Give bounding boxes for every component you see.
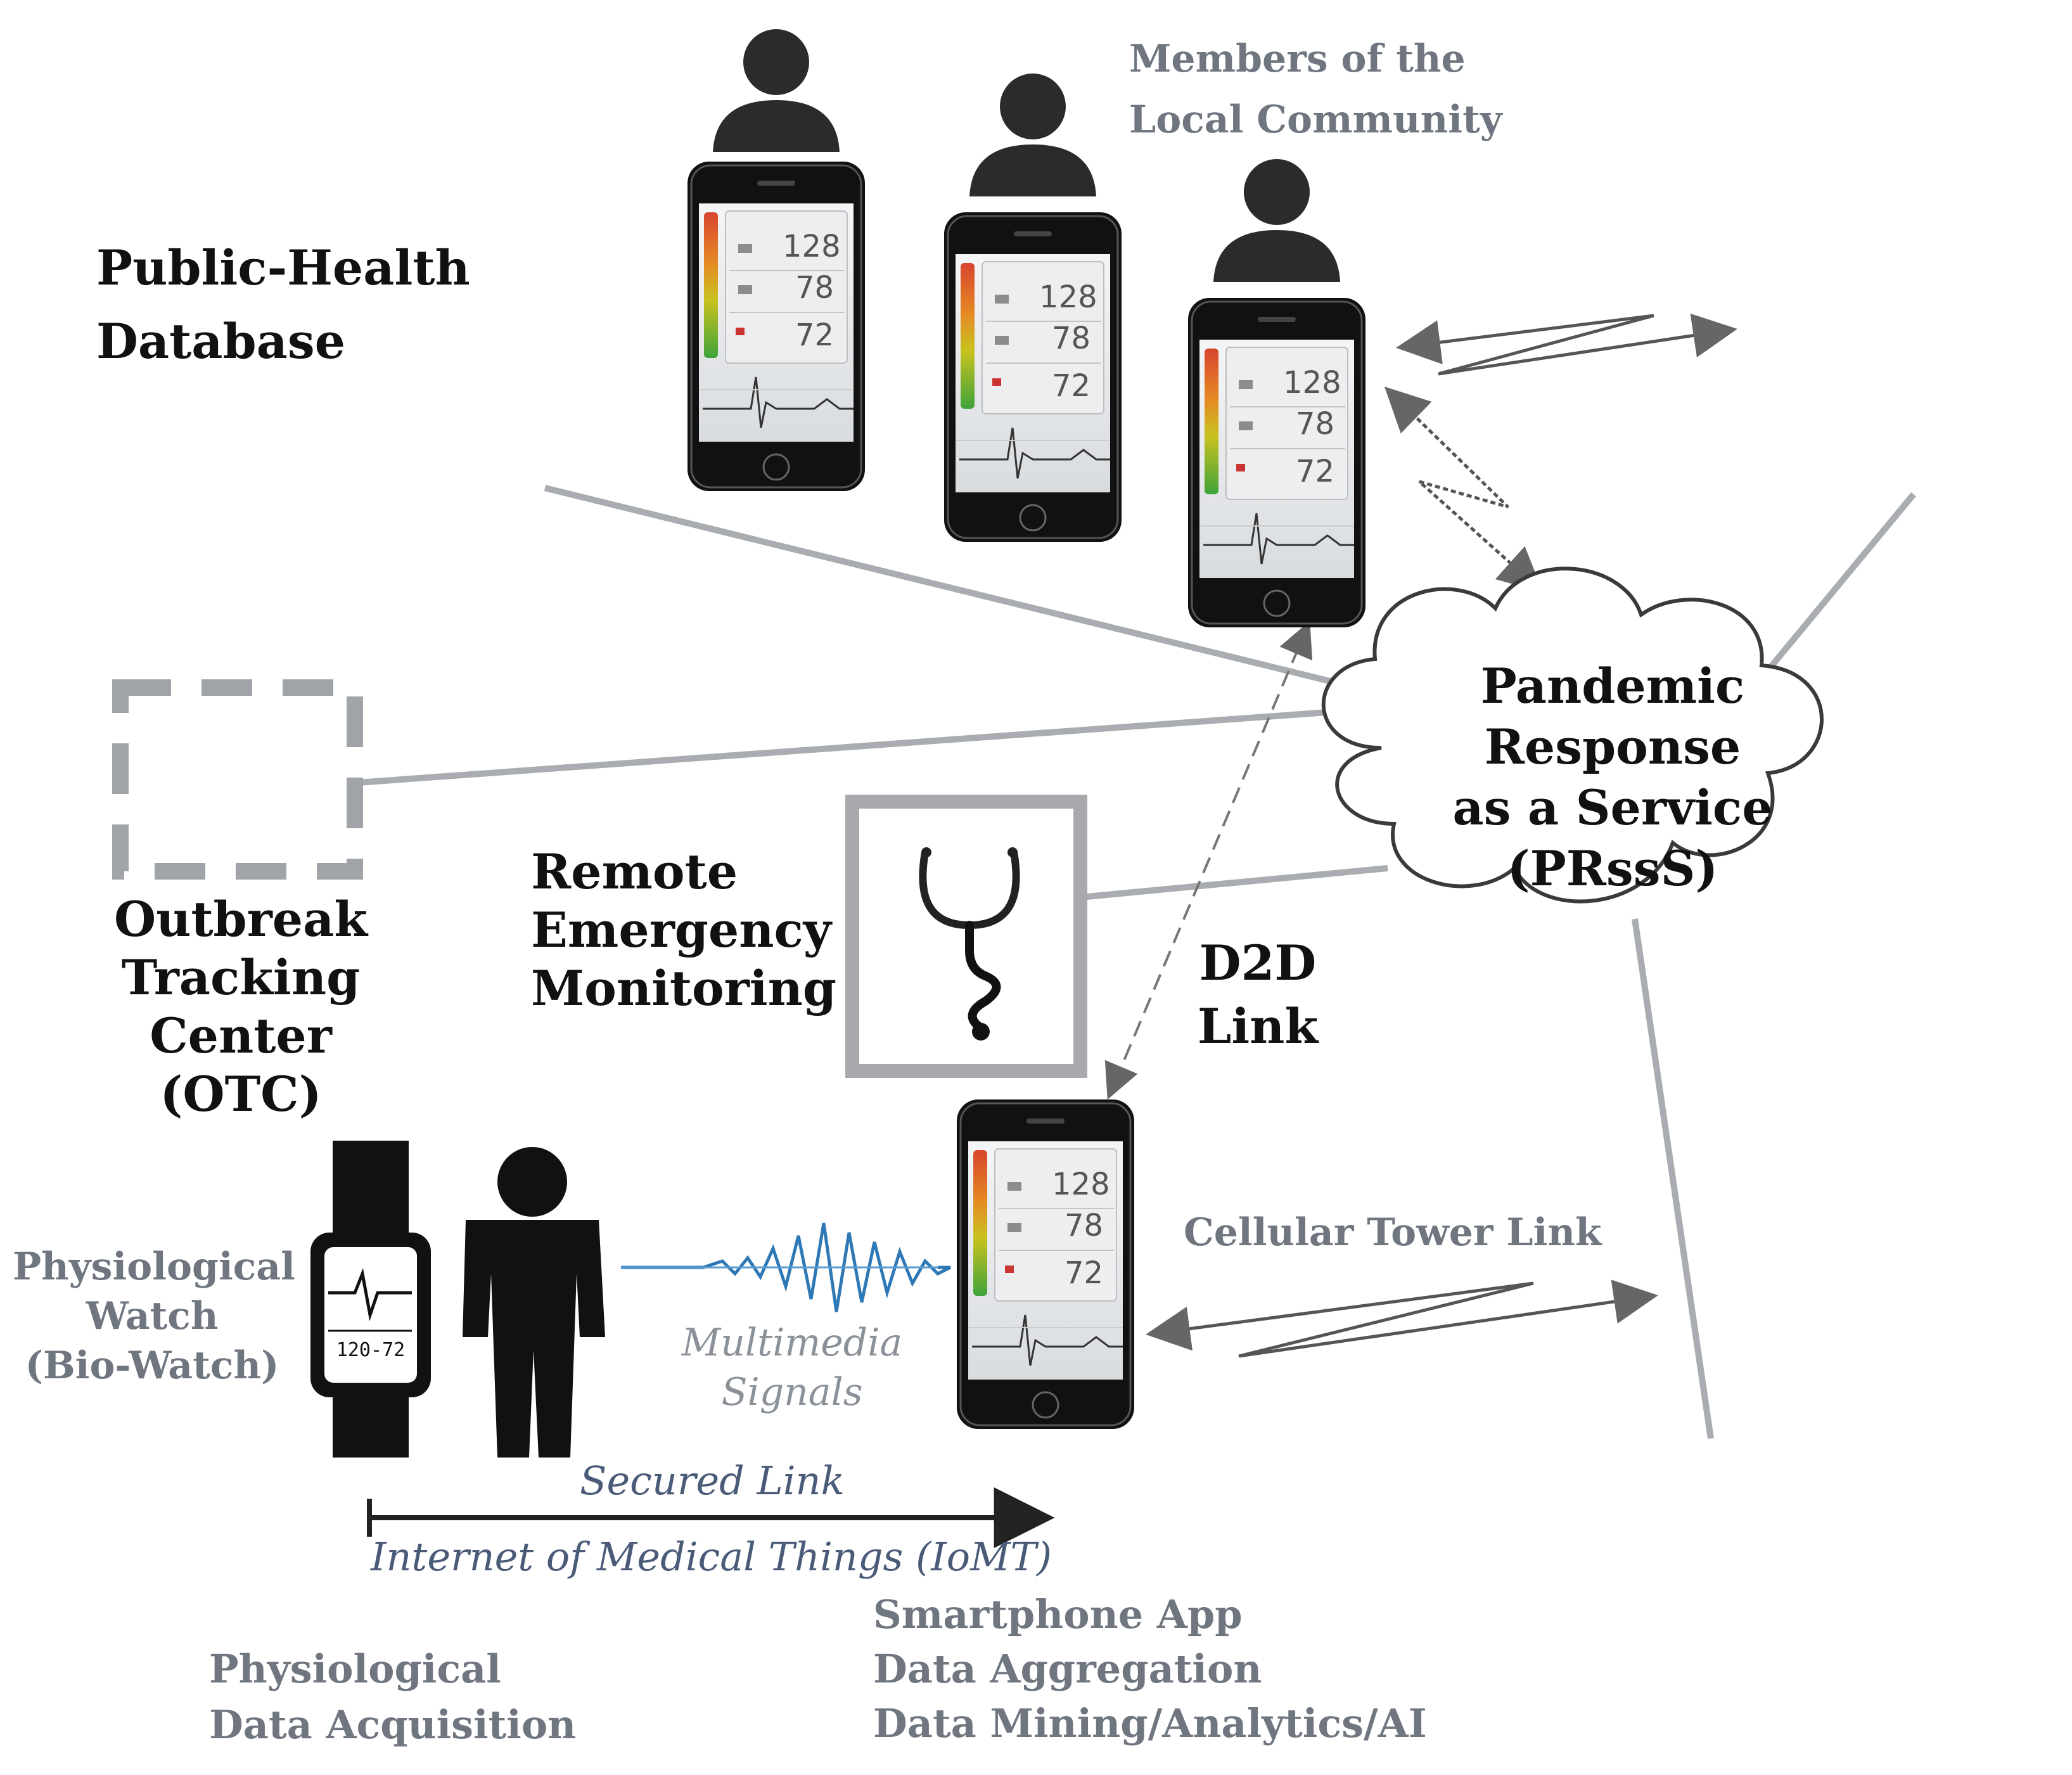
- d2d-link-label: D2D Link: [1197, 935, 1319, 1054]
- smartphone-app-label: Smartphone App Data Aggregation Data Min…: [873, 1591, 1427, 1746]
- cellular-tower-link-label: Cellular Tower Link: [1184, 1210, 1602, 1255]
- tower-link-upper: [1396, 313, 1737, 376]
- otc-to-cloud-line: [357, 707, 1363, 786]
- d2d-link-line: [1104, 620, 1313, 1100]
- stethoscope-icon: [845, 795, 1087, 1078]
- otc-dashed-box: [112, 679, 363, 880]
- wireless-links: [1104, 313, 1737, 1358]
- phone-to-cloud-link: [1384, 387, 1544, 593]
- prsss-label: Pandemic Response as a Service (PRssS): [1452, 658, 1773, 897]
- multimedia-signals-label: Multimedia Signals: [681, 1321, 903, 1414]
- smartwatch-icon: 120-72: [310, 1141, 431, 1458]
- smartphone-icon: [687, 162, 865, 491]
- tower-bottom-to-cloud-line: [1632, 918, 1714, 1439]
- cellular-tower-link: [1146, 1279, 1658, 1358]
- cloud-icon: [1321, 567, 1824, 904]
- person-icon: [969, 74, 1096, 196]
- secured-link-label: Secured Link: [580, 1458, 845, 1504]
- monitoring-to-cloud-line: [1086, 865, 1388, 900]
- smartphone-icon: [944, 212, 1122, 542]
- person-icon: [463, 1147, 605, 1458]
- waveform-icon: [621, 1222, 952, 1312]
- smartphone-icon: [957, 1099, 1134, 1429]
- otc-label: Outbreak Tracking Center (OTC): [113, 891, 368, 1122]
- iomt-label: Internet of Medical Things (IoMT): [371, 1534, 1052, 1580]
- data-acquisition-label: Physiological Data Acquisition: [209, 1646, 577, 1748]
- watch-readout: 120-72: [336, 1339, 405, 1361]
- community-label: Members of the Local Community: [1129, 37, 1502, 142]
- public-health-database-label: Public-Health Database: [96, 240, 470, 369]
- person-icon: [1213, 159, 1340, 282]
- smartphone-icon: [1188, 298, 1365, 627]
- remote-monitoring-label: Remote Emergency Monitoring: [531, 843, 837, 1016]
- bio-watch-label: Physiological Watch (Bio-Watch): [13, 1245, 295, 1388]
- person-icon: [713, 29, 840, 152]
- tower-top-to-cloud-line: [1759, 492, 1916, 681]
